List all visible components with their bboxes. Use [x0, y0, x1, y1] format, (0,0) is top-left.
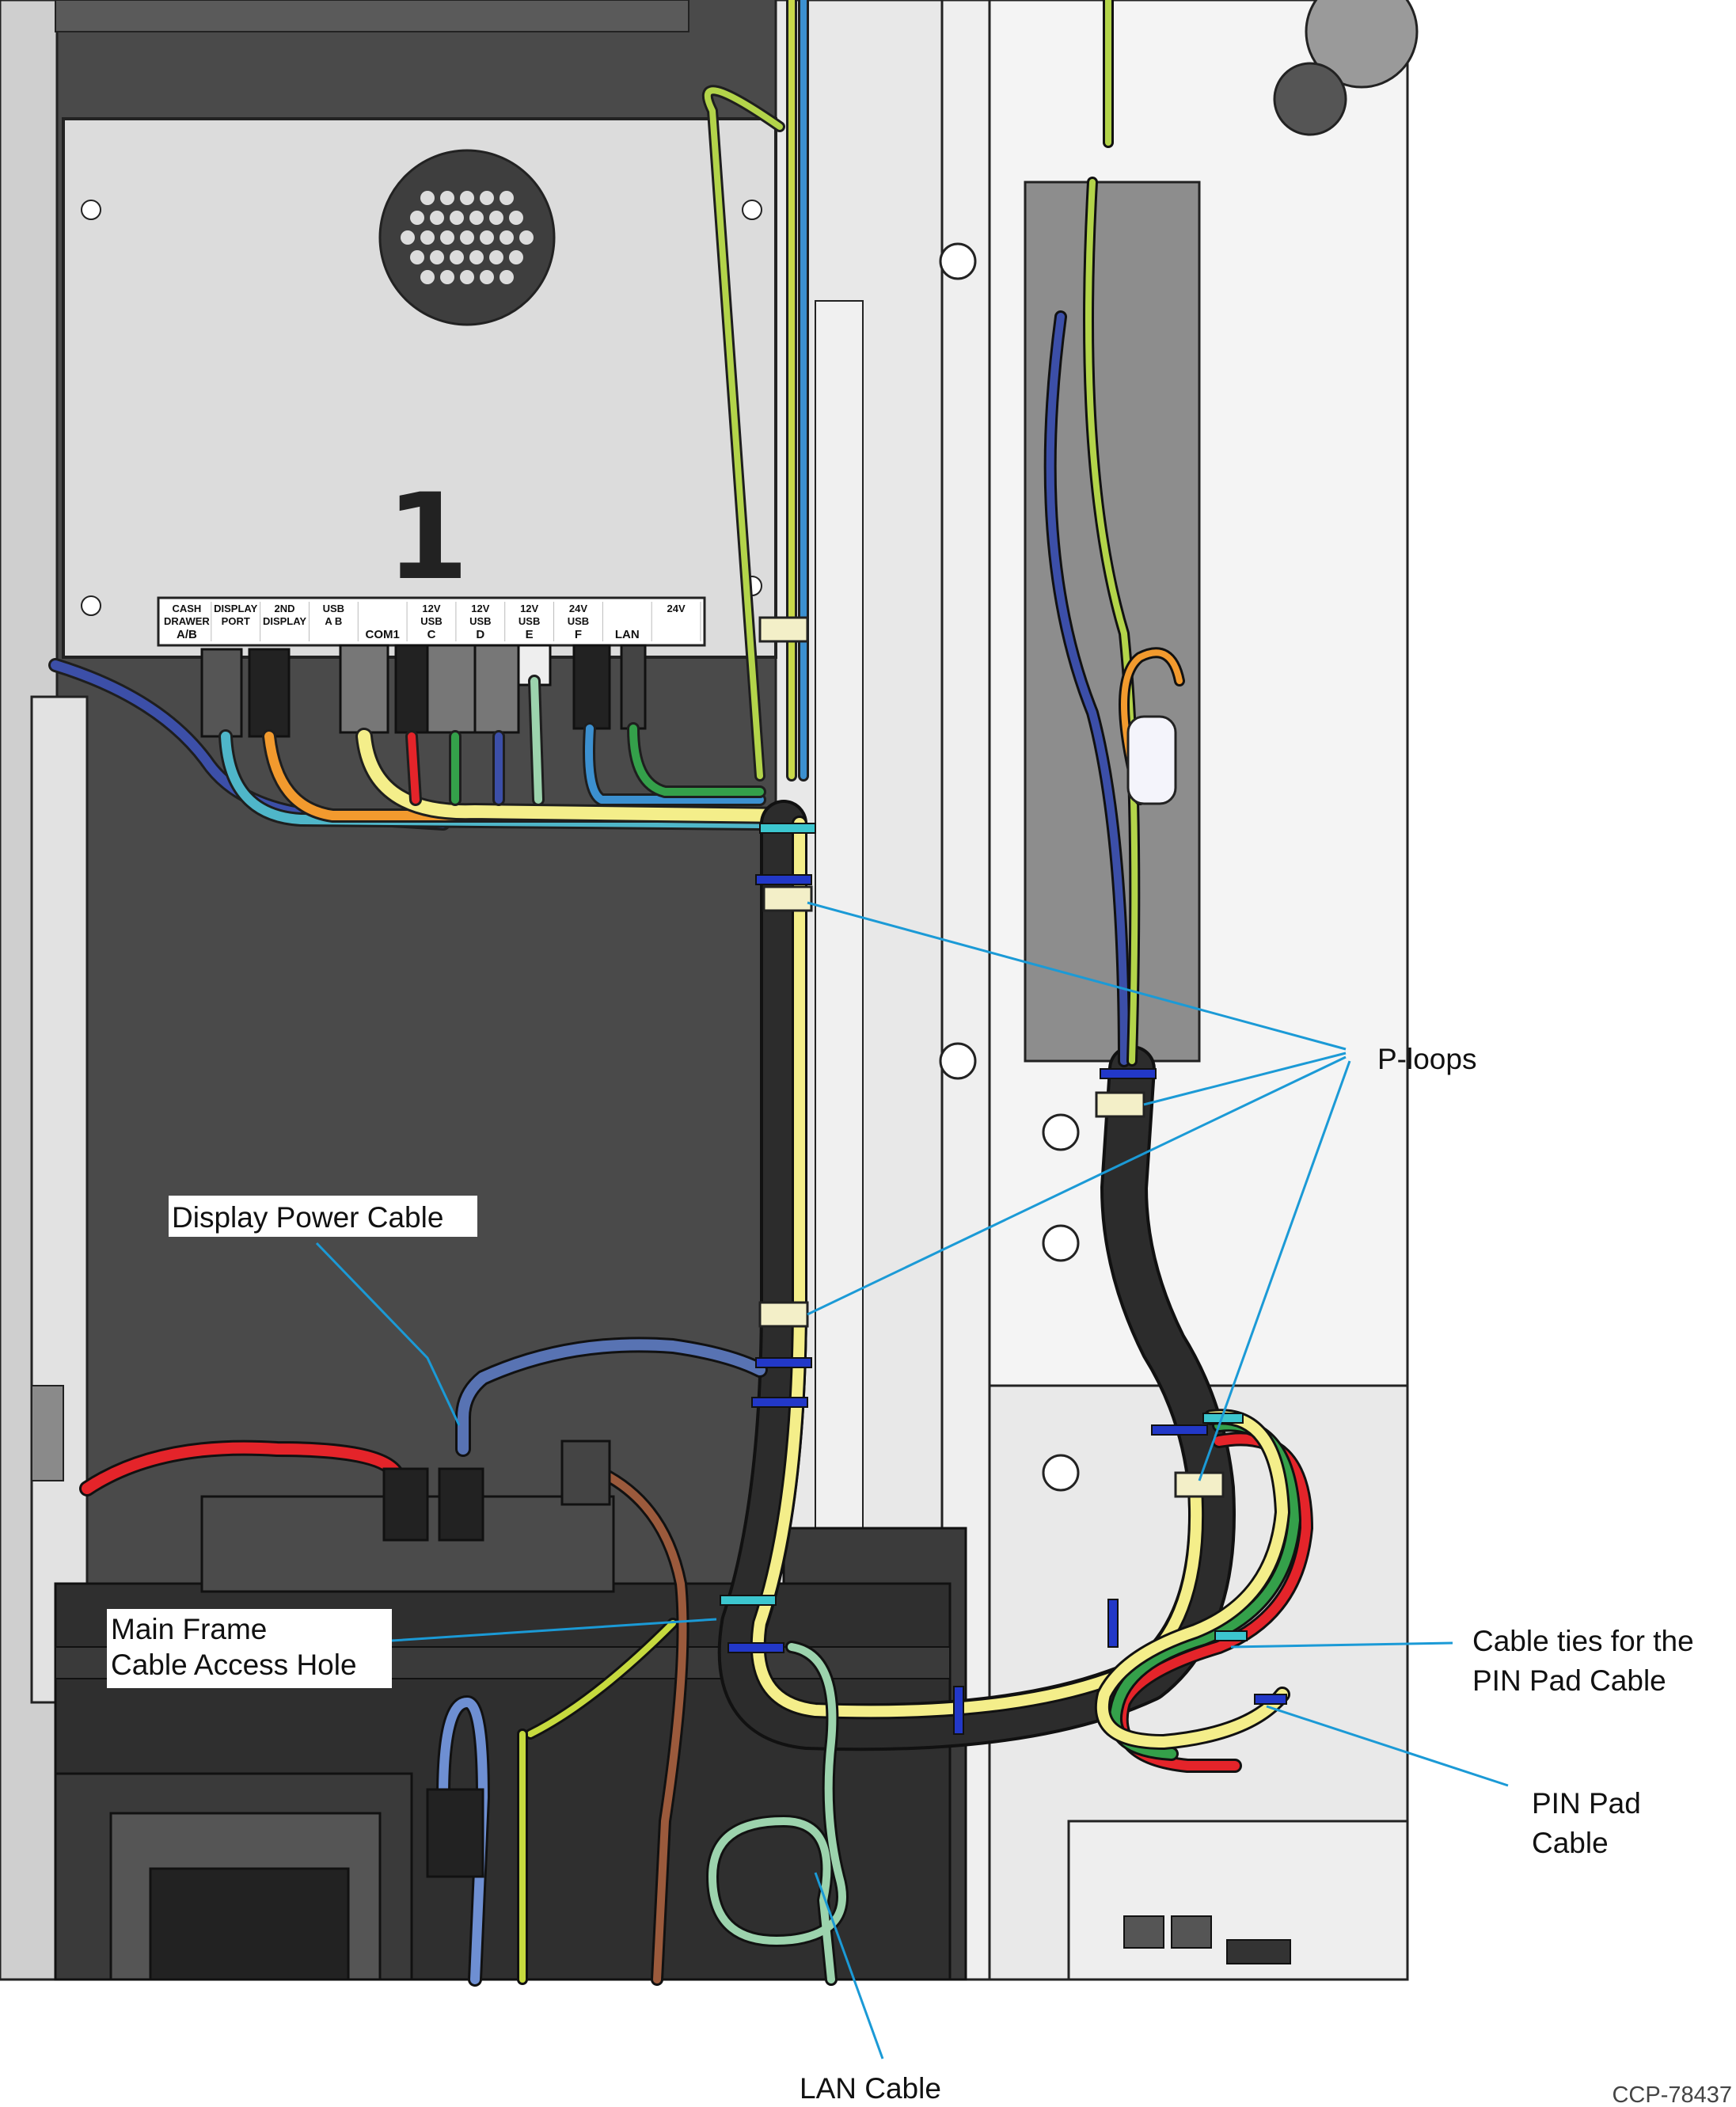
p-loop	[758, 1301, 809, 1328]
io-port-text: USB	[469, 615, 491, 627]
label-pin-pad: PIN Pad	[1532, 1787, 1641, 1820]
cable-tie	[1254, 1694, 1287, 1705]
compute-module: 1	[62, 117, 777, 659]
p-loops	[758, 616, 1225, 1498]
vent-holes	[401, 191, 534, 284]
io-port-text: A/B	[177, 628, 197, 641]
io-port-text: USB	[323, 603, 344, 614]
io-port-label: LAN	[615, 602, 652, 641]
main-frame-leader	[391, 1618, 717, 1642]
cable-ties-leader	[1230, 1641, 1453, 1649]
io-port-text: DISPLAY	[214, 603, 257, 614]
p-loops-leader	[807, 901, 1347, 1051]
label-lan-cable: LAN Cable	[800, 2072, 941, 2105]
io-port-text: C	[427, 628, 436, 641]
io-port-label: 24V	[667, 602, 701, 641]
io-port-text: 12V	[520, 603, 538, 614]
io-port-text: A B	[325, 615, 342, 627]
io-port-text: PORT	[222, 615, 250, 627]
cable-tie	[751, 1397, 808, 1408]
label-main-frame: Main Frame	[111, 1613, 267, 1645]
io-port-text: DISPLAY	[263, 615, 306, 627]
label-pin-pad-cable: Cable	[1532, 1827, 1609, 1859]
cable-tie	[1100, 1068, 1157, 1079]
io-port-text: D	[476, 628, 484, 641]
p-loops-leader	[807, 1055, 1347, 1316]
cable-tie	[759, 823, 816, 834]
cable-tie	[1214, 1630, 1248, 1641]
io-port-label: COM1	[366, 602, 408, 641]
lan-cable-leader	[814, 1872, 884, 2059]
io-port-text: F	[575, 628, 582, 641]
io-port-text: USB	[519, 615, 540, 627]
cable-tie	[720, 1595, 777, 1606]
io-port-text: 12V	[422, 603, 440, 614]
cable-tie	[1107, 1599, 1119, 1648]
io-port-text: USB	[568, 615, 589, 627]
cable-tie	[755, 1357, 812, 1368]
pin-pad-leader	[1266, 1705, 1509, 1787]
io-port-text: 2ND	[275, 603, 295, 614]
p-loop	[1174, 1471, 1225, 1498]
io-port-text: LAN	[615, 628, 640, 641]
io-port-text: 12V	[471, 603, 489, 614]
label-cable-ties-pin-pad: PIN Pad Cable	[1472, 1664, 1666, 1697]
cable-tie	[1151, 1424, 1208, 1436]
cable-tie	[953, 1686, 964, 1735]
p-loops-leader	[1198, 1060, 1351, 1481]
display-power-leader	[315, 1242, 461, 1426]
io-port-text: DRAWER	[164, 615, 210, 627]
io-port-text: 24V	[667, 603, 686, 614]
power-plugs	[382, 1440, 611, 1878]
p-loops-leader	[1143, 1052, 1347, 1106]
cable-tie	[755, 874, 812, 885]
label-p-loops: P-loops	[1377, 1043, 1476, 1075]
p-loop	[1095, 1091, 1145, 1118]
io-port-text: E	[526, 628, 534, 641]
callout-leaders	[315, 901, 1509, 2059]
figure-id: CCP-78437	[1612, 2082, 1732, 2107]
io-port-text: CASH	[172, 603, 201, 614]
label-display-power-cable: Display Power Cable	[172, 1201, 443, 1234]
io-port-text: COM1	[366, 628, 400, 641]
module-number: 1	[386, 469, 469, 607]
io-port-text: USB	[420, 615, 442, 627]
cable-tie	[727, 1642, 784, 1653]
p-loop	[762, 885, 813, 912]
label-cable-ties: Cable ties for the	[1472, 1625, 1694, 1657]
label-cable-access-hole: Cable Access Hole	[111, 1649, 357, 1681]
cables	[48, 0, 1313, 1987]
io-port-text: 24V	[569, 603, 587, 614]
p-loop	[758, 616, 809, 643]
connectors	[200, 644, 647, 738]
callout-labels: P-loops Display Power Cable Main Frame C…	[107, 1043, 1732, 2107]
cable-ties	[720, 823, 1287, 1735]
